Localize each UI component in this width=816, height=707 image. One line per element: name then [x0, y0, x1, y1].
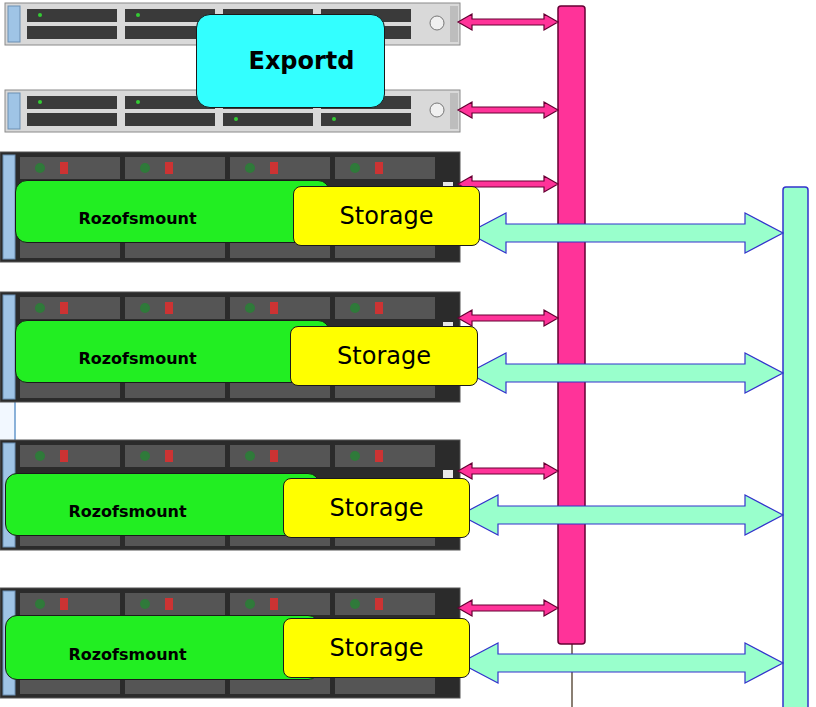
node-label: Storage	[330, 494, 424, 522]
mount-box: Rozofsmount	[15, 320, 330, 383]
node-label: Rozofsmount	[78, 349, 196, 368]
node-label: Rozofsmount	[68, 645, 186, 664]
storage-box: Storage	[283, 618, 470, 678]
node-label: Rozofsmount	[78, 209, 196, 228]
mount-box: Rozofsmount	[5, 615, 320, 680]
node-label: Rozofsmount	[68, 502, 186, 521]
storage-box: Storage	[283, 478, 470, 538]
mount-box: Rozofsmount	[5, 473, 320, 536]
node-label: Exportd	[248, 47, 354, 75]
storage-box: Storage	[293, 186, 480, 246]
mount-box: Rozofsmount	[15, 180, 330, 243]
node-label: Storage	[337, 342, 431, 370]
exportd-box: Exportd	[196, 14, 385, 108]
node-label: Storage	[340, 202, 434, 230]
node-label: Storage	[330, 634, 424, 662]
storage-box: Storage	[290, 326, 478, 386]
